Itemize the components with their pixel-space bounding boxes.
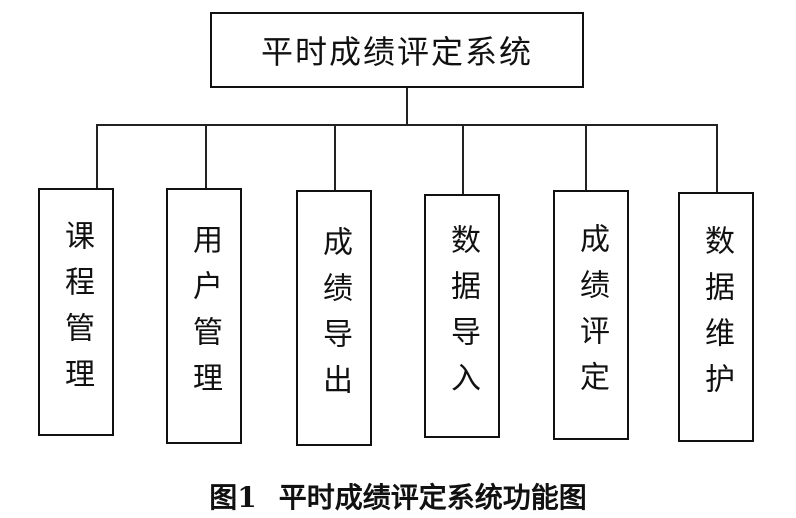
module-label: 成绩评定 — [574, 223, 609, 407]
module-grade-evaluation: 成绩评定 — [553, 190, 629, 440]
module-label: 数据维护 — [699, 225, 734, 409]
module-user-management: 用户管理 — [166, 188, 242, 444]
module-label: 数据导入 — [445, 224, 480, 408]
root-node: 平时成绩评定系统 — [210, 12, 584, 88]
module-data-import: 数据导入 — [424, 194, 500, 438]
branch-line-3 — [334, 124, 336, 192]
figure-number: 图1 — [209, 481, 257, 514]
module-label: 成绩导出 — [317, 226, 352, 410]
figure-caption: 图1 平时成绩评定系统功能图 — [0, 476, 796, 516]
branch-line-5 — [585, 124, 587, 192]
root-connector — [406, 88, 408, 126]
module-label: 用户管理 — [187, 224, 222, 408]
module-grade-export: 成绩导出 — [296, 190, 372, 446]
branch-line-2 — [205, 124, 207, 190]
branch-line-1 — [96, 124, 98, 190]
function-diagram: 平时成绩评定系统 课程管理 用户管理 成绩导出 数据导入 成绩评定 数据维护 — [38, 12, 754, 446]
root-node-label: 平时成绩评定系统 — [260, 33, 533, 71]
horizontal-bus — [96, 124, 718, 126]
branch-line-6 — [716, 124, 718, 194]
figure-title: 平时成绩评定系统功能图 — [278, 481, 587, 514]
module-label: 课程管理 — [59, 220, 94, 404]
branch-line-4 — [462, 124, 464, 196]
module-course-management: 课程管理 — [38, 188, 114, 436]
module-data-maintenance: 数据维护 — [678, 192, 754, 442]
